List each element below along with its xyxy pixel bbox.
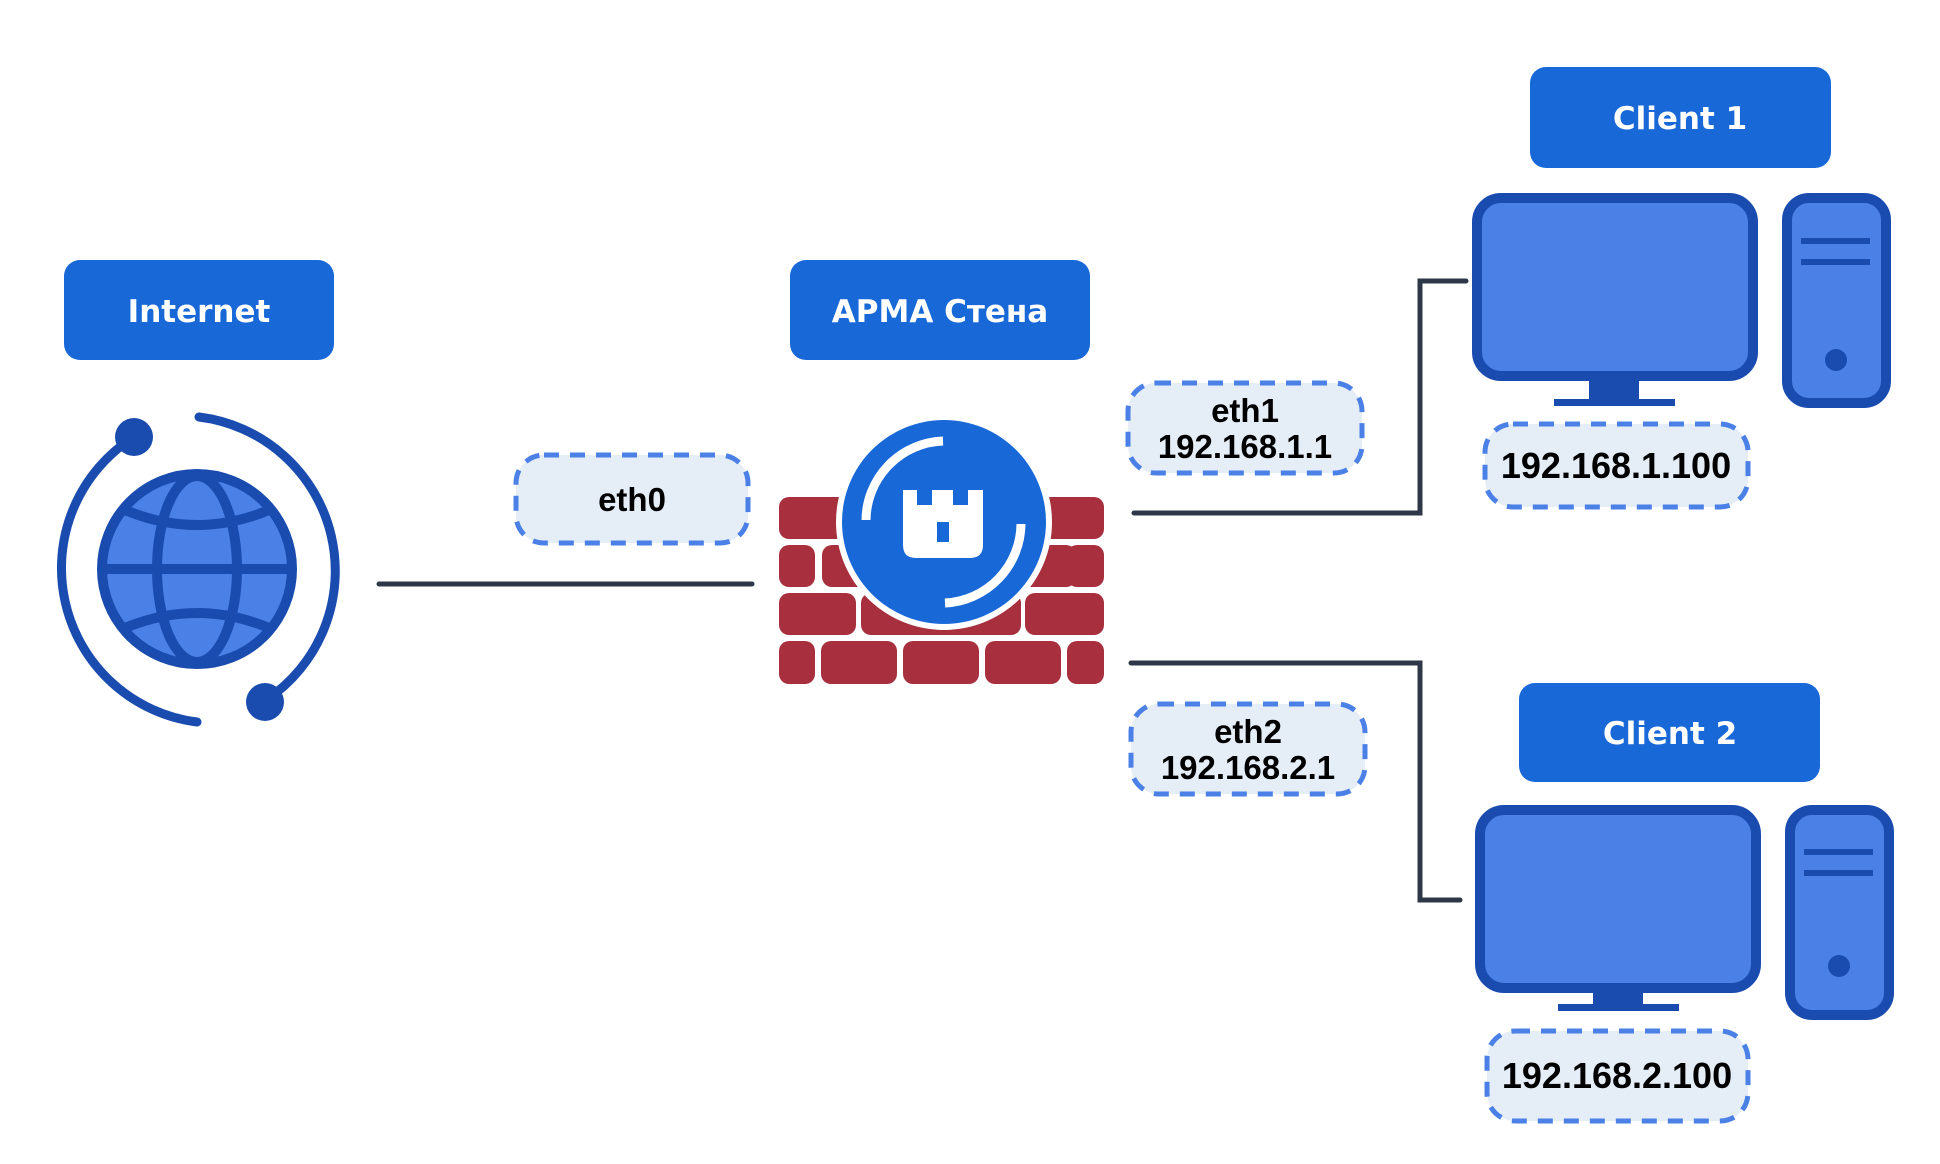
client2-ip-box: 192.168.2.100: [1484, 1028, 1751, 1124]
firewall-label[interactable]: АРМА Стена: [790, 260, 1090, 360]
client1-label[interactable]: Client 1: [1530, 67, 1831, 168]
interface-eth2: eth2 192.168.2.1: [1128, 701, 1368, 797]
links: [376, 278, 1469, 903]
eth1-ip: 192.168.1.1: [1158, 428, 1332, 465]
internet-label[interactable]: Internet: [64, 260, 334, 360]
link-eth1-client1: [1131, 278, 1469, 516]
internet-label-text: Internet: [128, 294, 271, 330]
computer-icon: [1472, 193, 1891, 408]
computer-icon: [1475, 805, 1894, 1020]
link-eth2-client2: [1128, 660, 1463, 903]
internet-node[interactable]: Internet: [57, 260, 340, 727]
interface-eth1: eth1 192.168.1.1: [1125, 380, 1365, 476]
client1-node[interactable]: Client 1 192.168.1.100: [1472, 67, 1891, 510]
eth2-ip: 192.168.2.1: [1161, 749, 1335, 786]
client1-label-text: Client 1: [1613, 101, 1747, 137]
eth0-name: eth0: [598, 481, 666, 518]
firewall-node[interactable]: АРМА Стена: [779, 260, 1104, 684]
client1-ip-box: 192.168.1.100: [1482, 421, 1751, 510]
eth1-name: eth1: [1211, 392, 1279, 429]
client1-ip: 192.168.1.100: [1501, 445, 1731, 486]
firewall-label-text: АРМА Стена: [832, 294, 1048, 330]
globe-icon: [57, 412, 340, 727]
firewall-icon: [779, 414, 1104, 684]
client2-node[interactable]: Client 2 192.168.2.100: [1475, 683, 1894, 1124]
client2-label-text: Client 2: [1603, 716, 1737, 752]
tower-icon: [903, 490, 983, 558]
client2-label[interactable]: Client 2: [1519, 683, 1820, 782]
eth2-name: eth2: [1214, 713, 1282, 750]
interface-eth0: eth0: [513, 452, 751, 546]
client2-ip: 192.168.2.100: [1502, 1055, 1732, 1096]
